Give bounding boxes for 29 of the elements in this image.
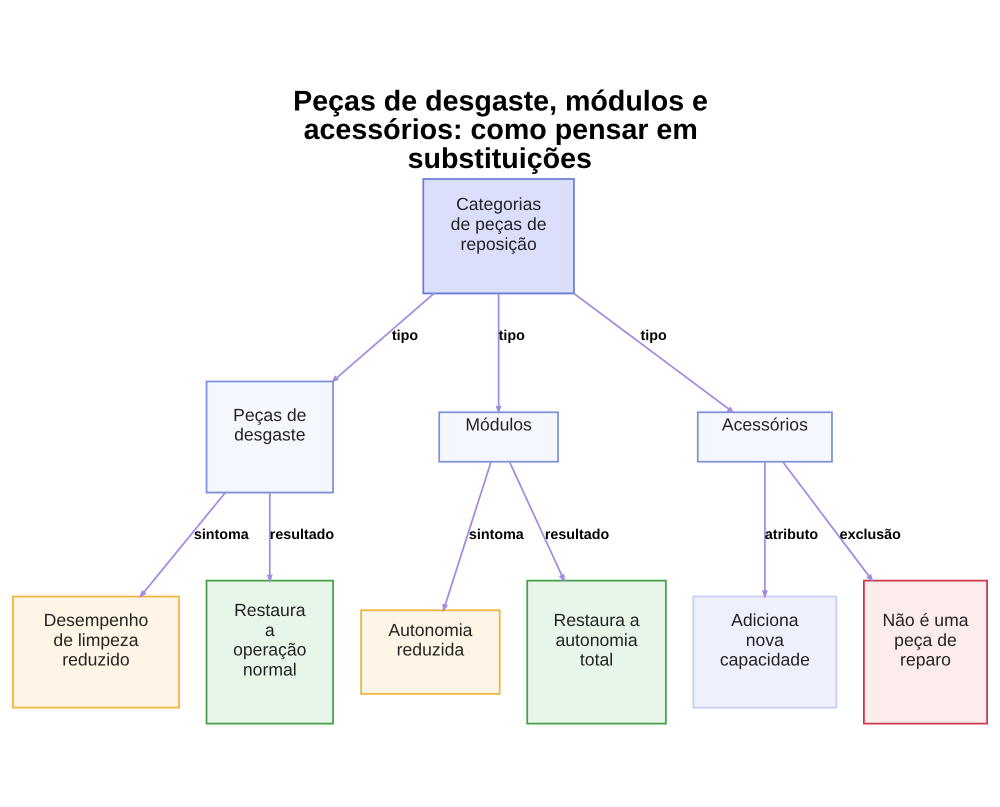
arrow	[442, 461, 492, 612]
node-box: Restaura a operação normal	[206, 579, 334, 724]
edge-label: sintoma	[194, 526, 249, 543]
node-box: Categorias de peças de reposição	[422, 178, 575, 294]
arrow	[330, 292, 435, 383]
arrow	[266, 492, 273, 583]
edge-label: tipo	[498, 328, 525, 344]
arrow	[496, 293, 502, 414]
edge-label: resultado	[544, 526, 610, 543]
node-box: Adiciona nova capacidade	[692, 595, 838, 708]
node-box: Módulos	[438, 410, 559, 462]
edge-label: sintoma	[468, 526, 524, 543]
node-box: Autonomia reduzida	[360, 608, 501, 694]
node-box: Peças de desgaste	[206, 380, 334, 493]
edge-label: exclusão	[840, 526, 901, 543]
edge-label: tipo	[392, 328, 418, 344]
node-box: Não é uma peça de reparo	[863, 579, 988, 724]
edge-label: resultado	[270, 526, 334, 543]
node-box: Restaura a autonomia total	[526, 579, 667, 724]
arrow	[782, 461, 874, 582]
arrow	[139, 492, 226, 598]
diagram-title: Peças de desgaste, módulos e acessórios: como pensar em substituições	[293, 85, 708, 174]
edge-label: atributo	[764, 526, 818, 543]
edge-label: tipo	[640, 328, 667, 344]
arrow	[762, 462, 768, 598]
arrow	[573, 292, 736, 414]
arrow	[508, 461, 566, 582]
node-box: Desempenho de limpeza reduzido	[12, 595, 180, 708]
node-box: Acessórios	[696, 410, 833, 462]
